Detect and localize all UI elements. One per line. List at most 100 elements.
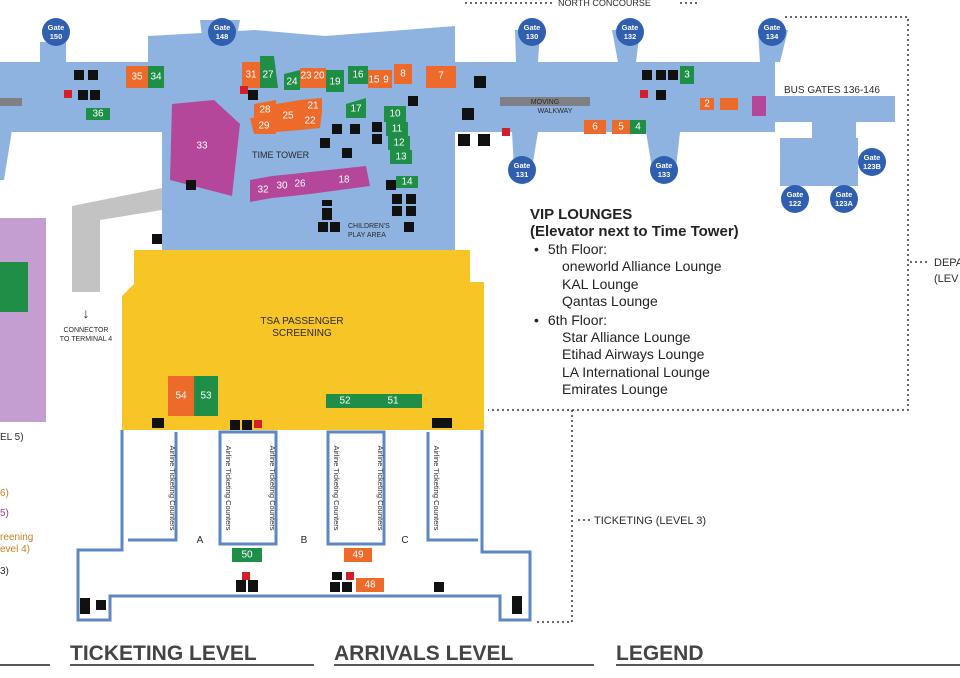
svg-text:Gate: Gate (214, 23, 231, 32)
legend-fragment: 5) (0, 508, 9, 519)
svg-text:14: 14 (401, 177, 413, 188)
svg-text:10: 10 (389, 109, 401, 120)
store-32[interactable]: 32 (250, 176, 272, 202)
store-10[interactable]: 10 (384, 106, 406, 122)
store-11[interactable]: 11 (386, 122, 408, 136)
svg-text:54: 54 (175, 391, 187, 402)
store-17[interactable]: 17 (346, 98, 366, 118)
store-2b (720, 98, 738, 110)
store-2[interactable]: 2 (700, 98, 714, 110)
ticketing-level-heading[interactable]: TICKETING LEVEL (70, 642, 257, 665)
svg-text:131: 131 (516, 170, 529, 179)
store-30[interactable]: 30 (272, 174, 292, 198)
tsa-stores: 54 53 52 51 (168, 376, 422, 416)
store-5[interactable]: 5 (612, 120, 630, 134)
svg-text:Gate: Gate (836, 190, 853, 199)
store-34[interactable]: 34 (148, 66, 164, 88)
store-3[interactable]: 3 (680, 66, 694, 84)
svg-text:123B: 123B (863, 162, 882, 171)
store-20[interactable]: 20 (312, 68, 326, 88)
ticketing-stores: 50 49 48 (232, 548, 384, 592)
svg-text:33: 33 (196, 141, 208, 152)
legend-heading[interactable]: LEGEND (616, 642, 704, 665)
store-8[interactable]: 8 (394, 64, 412, 84)
svg-text:53: 53 (200, 391, 212, 402)
store-33-lounge[interactable]: 33 (170, 100, 240, 196)
legend-fragment: 6) (0, 488, 9, 499)
counter-label: Airline Ticketing Counters (224, 445, 233, 530)
svg-text:7: 7 (438, 71, 444, 82)
vip-lounge-item: KAL Lounge (562, 275, 639, 292)
store-18[interactable]: 18 (310, 166, 370, 194)
phone-icon (152, 180, 416, 244)
store-21[interactable]: 21 (300, 98, 322, 114)
store-22[interactable]: 22 (300, 112, 322, 130)
section-a: A (197, 535, 204, 546)
store-24[interactable]: 24 (284, 70, 300, 90)
ticketing-dotted-line (534, 410, 590, 623)
ticketing-outline (76, 430, 532, 622)
store-19[interactable]: 19 (326, 70, 344, 92)
store-23[interactable]: 23 (300, 68, 312, 88)
north-concourse-label: NORTH CONCOURSE (558, 0, 651, 8)
store-27[interactable]: 27 (260, 56, 278, 88)
svg-text:20: 20 (313, 71, 325, 82)
heading-rule-left (0, 664, 50, 666)
arrivals-level-heading[interactable]: ARRIVALS LEVEL (334, 642, 514, 665)
store-48[interactable]: 48 (356, 578, 384, 592)
departures-label-1: DEPA (934, 257, 960, 269)
store-53[interactable]: 53 (194, 376, 218, 416)
store-29[interactable]: 29 (250, 116, 276, 134)
escalator-icon (248, 90, 418, 158)
info-icon (458, 76, 490, 146)
store-13[interactable]: 13 (390, 150, 412, 164)
svg-text:16: 16 (352, 70, 364, 81)
svg-text:22: 22 (304, 116, 316, 127)
section-c: C (401, 535, 408, 546)
store-12[interactable]: 12 (388, 136, 410, 150)
store-4[interactable]: 4 (630, 120, 646, 134)
vip-lounges-panel: VIP LOUNGES (Elevator next to Time Tower… (530, 206, 830, 399)
bus-gates-label: BUS GATES 136-146 (784, 85, 880, 96)
heading-rule-arrivals (334, 664, 594, 666)
svg-text:132: 132 (624, 32, 637, 41)
store-49[interactable]: 49 (344, 548, 372, 562)
store-6[interactable]: 6 (584, 120, 606, 134)
vip-lounge-item: LA International Lounge (562, 363, 710, 380)
store-50[interactable]: 50 (232, 548, 262, 562)
svg-text:4: 4 (635, 122, 641, 133)
store-15[interactable]: 15 (368, 70, 380, 88)
store-31[interactable]: 31 (242, 62, 260, 88)
svg-text:18: 18 (338, 175, 350, 186)
store-7[interactable]: 7 (426, 66, 456, 88)
store-9[interactable]: 9 (380, 70, 392, 88)
svg-text:49: 49 (352, 550, 364, 561)
ticketing-counters: Airline Ticketing Counters Airline Ticke… (168, 445, 441, 530)
store-36[interactable]: 36 (86, 108, 110, 120)
svg-text:130: 130 (526, 32, 539, 41)
store-54[interactable]: 54 (168, 376, 194, 416)
svg-text:134: 134 (766, 32, 779, 41)
first-aid-icon (254, 420, 262, 428)
store-51[interactable]: 51 (364, 394, 422, 408)
restroom-icon (74, 70, 100, 100)
store-35[interactable]: 35 (126, 66, 148, 88)
store-14[interactable]: 14 (396, 176, 418, 188)
store-25[interactable]: 25 (276, 100, 300, 132)
store-52[interactable]: 52 (326, 394, 364, 408)
first-aid-icon (640, 90, 648, 98)
store-28[interactable]: 28 (254, 100, 276, 118)
store-26[interactable]: 26 (292, 172, 310, 196)
store-16[interactable]: 16 (348, 66, 368, 84)
